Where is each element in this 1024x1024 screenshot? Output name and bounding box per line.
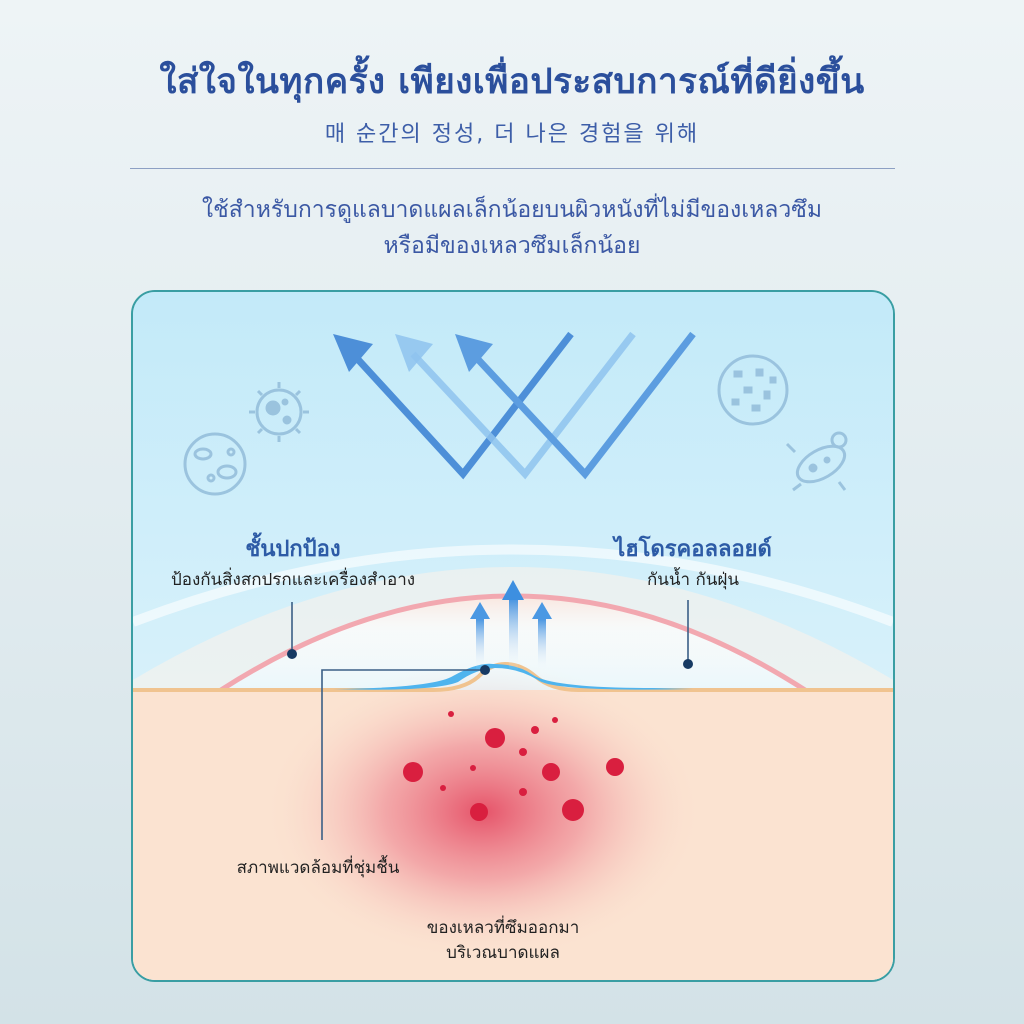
description-line-1: ใช้สำหรับการดูแลบาดแผลเล็กน้อยบนผิวหนังท…	[201, 197, 823, 223]
exudate-label-line-1: ของเหลวที่ซึมออกมา	[426, 918, 580, 938]
microbe-icon	[717, 354, 789, 426]
protective-layer-title: ชั้นปกป้อง	[245, 537, 341, 562]
protective-layer-caption: ป้องกันสิ่งสกปรกและเครื่องสำอาง	[170, 570, 416, 590]
hydrocolloid-title: ไฮโดรคอลลอยด์	[614, 537, 772, 562]
germ-icon	[249, 382, 309, 442]
exudate-label-line-2: บริเวณบาดแผล	[446, 943, 560, 963]
divider	[130, 168, 895, 169]
diagram-illustration	[133, 292, 893, 980]
diagram-panel: ชั้นปกป้อง ป้องกันสิ่งสกปรกและเครื่องสำอ…	[131, 290, 895, 982]
deflection-arrows-icon	[350, 331, 696, 480]
wound-cells	[403, 711, 624, 821]
bacteria-icon	[183, 432, 247, 496]
moist-environment-label: สภาพแวดล้อมที่ชุ่มชื้น	[236, 858, 400, 878]
page-subtitle: 매 순간의 정성, 더 나은 경험을 위해	[324, 122, 700, 147]
bacillus-icon	[785, 431, 848, 492]
callout-lines	[291, 600, 689, 840]
moisture-up-arrows-icon	[470, 580, 552, 672]
hydrocolloid-caption: กันน้ำ กันฝุ่น	[647, 570, 739, 590]
description-line-2: หรือมีของเหลวซึมเล็กน้อย	[383, 233, 641, 259]
page-title: ใส่ใจในทุกครั้ง เพียงเพื่อประสบการณ์ที่ด…	[159, 62, 865, 102]
